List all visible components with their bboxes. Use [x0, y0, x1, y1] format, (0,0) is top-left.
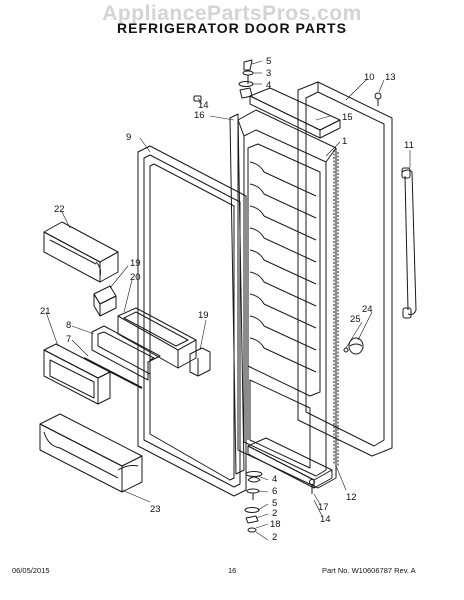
callout-1: 1 [342, 136, 347, 147]
callout-16: 16 [194, 110, 205, 121]
callout-19-right: 19 [198, 310, 209, 321]
middle-door-bin [43, 343, 111, 405]
lower-door-bin [39, 413, 143, 493]
page-title: REFRIGERATOR DOOR PARTS [117, 20, 347, 36]
callout-2-lower: 2 [272, 532, 277, 543]
callout-24: 24 [362, 304, 373, 315]
top-end-cap [249, 87, 341, 139]
door-handle [401, 167, 417, 319]
callout-14-bottom: 14 [320, 514, 331, 525]
callout-2-upper: 2 [272, 508, 277, 519]
dispenser-frame [91, 325, 161, 381]
leader-lines [45, 60, 411, 541]
callout-6: 6 [272, 486, 277, 497]
footer-part-number: Part No. W10606787 Rev. A [322, 566, 416, 575]
callout-3: 3 [266, 68, 271, 79]
callout-10: 10 [364, 72, 375, 83]
callout-labels: 5 3 4 10 13 14 16 15 9 1 11 22 19 20 21 … [40, 56, 414, 543]
dispenser-latch [93, 285, 117, 317]
inner-door-liner [237, 109, 337, 489]
bottom-hinge-hardware [244, 471, 315, 533]
callout-17: 17 [318, 502, 329, 513]
callout-19-left: 19 [130, 258, 141, 269]
watermark: AppliancePartsPros.com [102, 2, 362, 25]
callout-5-bottom: 5 [272, 498, 277, 509]
side-trim [229, 113, 245, 475]
callout-25: 25 [350, 314, 361, 325]
hinge-cam [343, 337, 364, 355]
upper-door-bin [43, 221, 119, 283]
callout-13: 13 [385, 72, 396, 83]
callout-20: 20 [130, 272, 141, 283]
dispenser-clip [189, 347, 211, 377]
callout-15: 15 [342, 112, 353, 123]
callout-4-bottom: 4 [272, 474, 277, 485]
footer-date: 06/05/2015 [12, 566, 50, 575]
bottom-end-cap [247, 437, 333, 489]
gasket-strip [333, 150, 339, 467]
callout-9: 9 [126, 132, 131, 143]
callout-4-top: 4 [266, 80, 271, 91]
door-gasket [137, 145, 247, 497]
callout-5-top: 5 [266, 56, 271, 67]
callout-12: 12 [346, 492, 357, 503]
callout-11: 11 [404, 140, 414, 151]
callout-22: 22 [54, 204, 65, 215]
callout-8: 8 [66, 320, 71, 331]
callout-14-top: 14 [198, 100, 209, 111]
callout-18: 18 [270, 519, 281, 530]
callout-7: 7 [66, 334, 71, 345]
footer-page-number: 16 [228, 566, 237, 575]
callout-21: 21 [40, 306, 51, 317]
outer-door-panel [297, 81, 393, 457]
dispenser-housing [117, 307, 197, 369]
callout-23: 23 [150, 504, 161, 515]
